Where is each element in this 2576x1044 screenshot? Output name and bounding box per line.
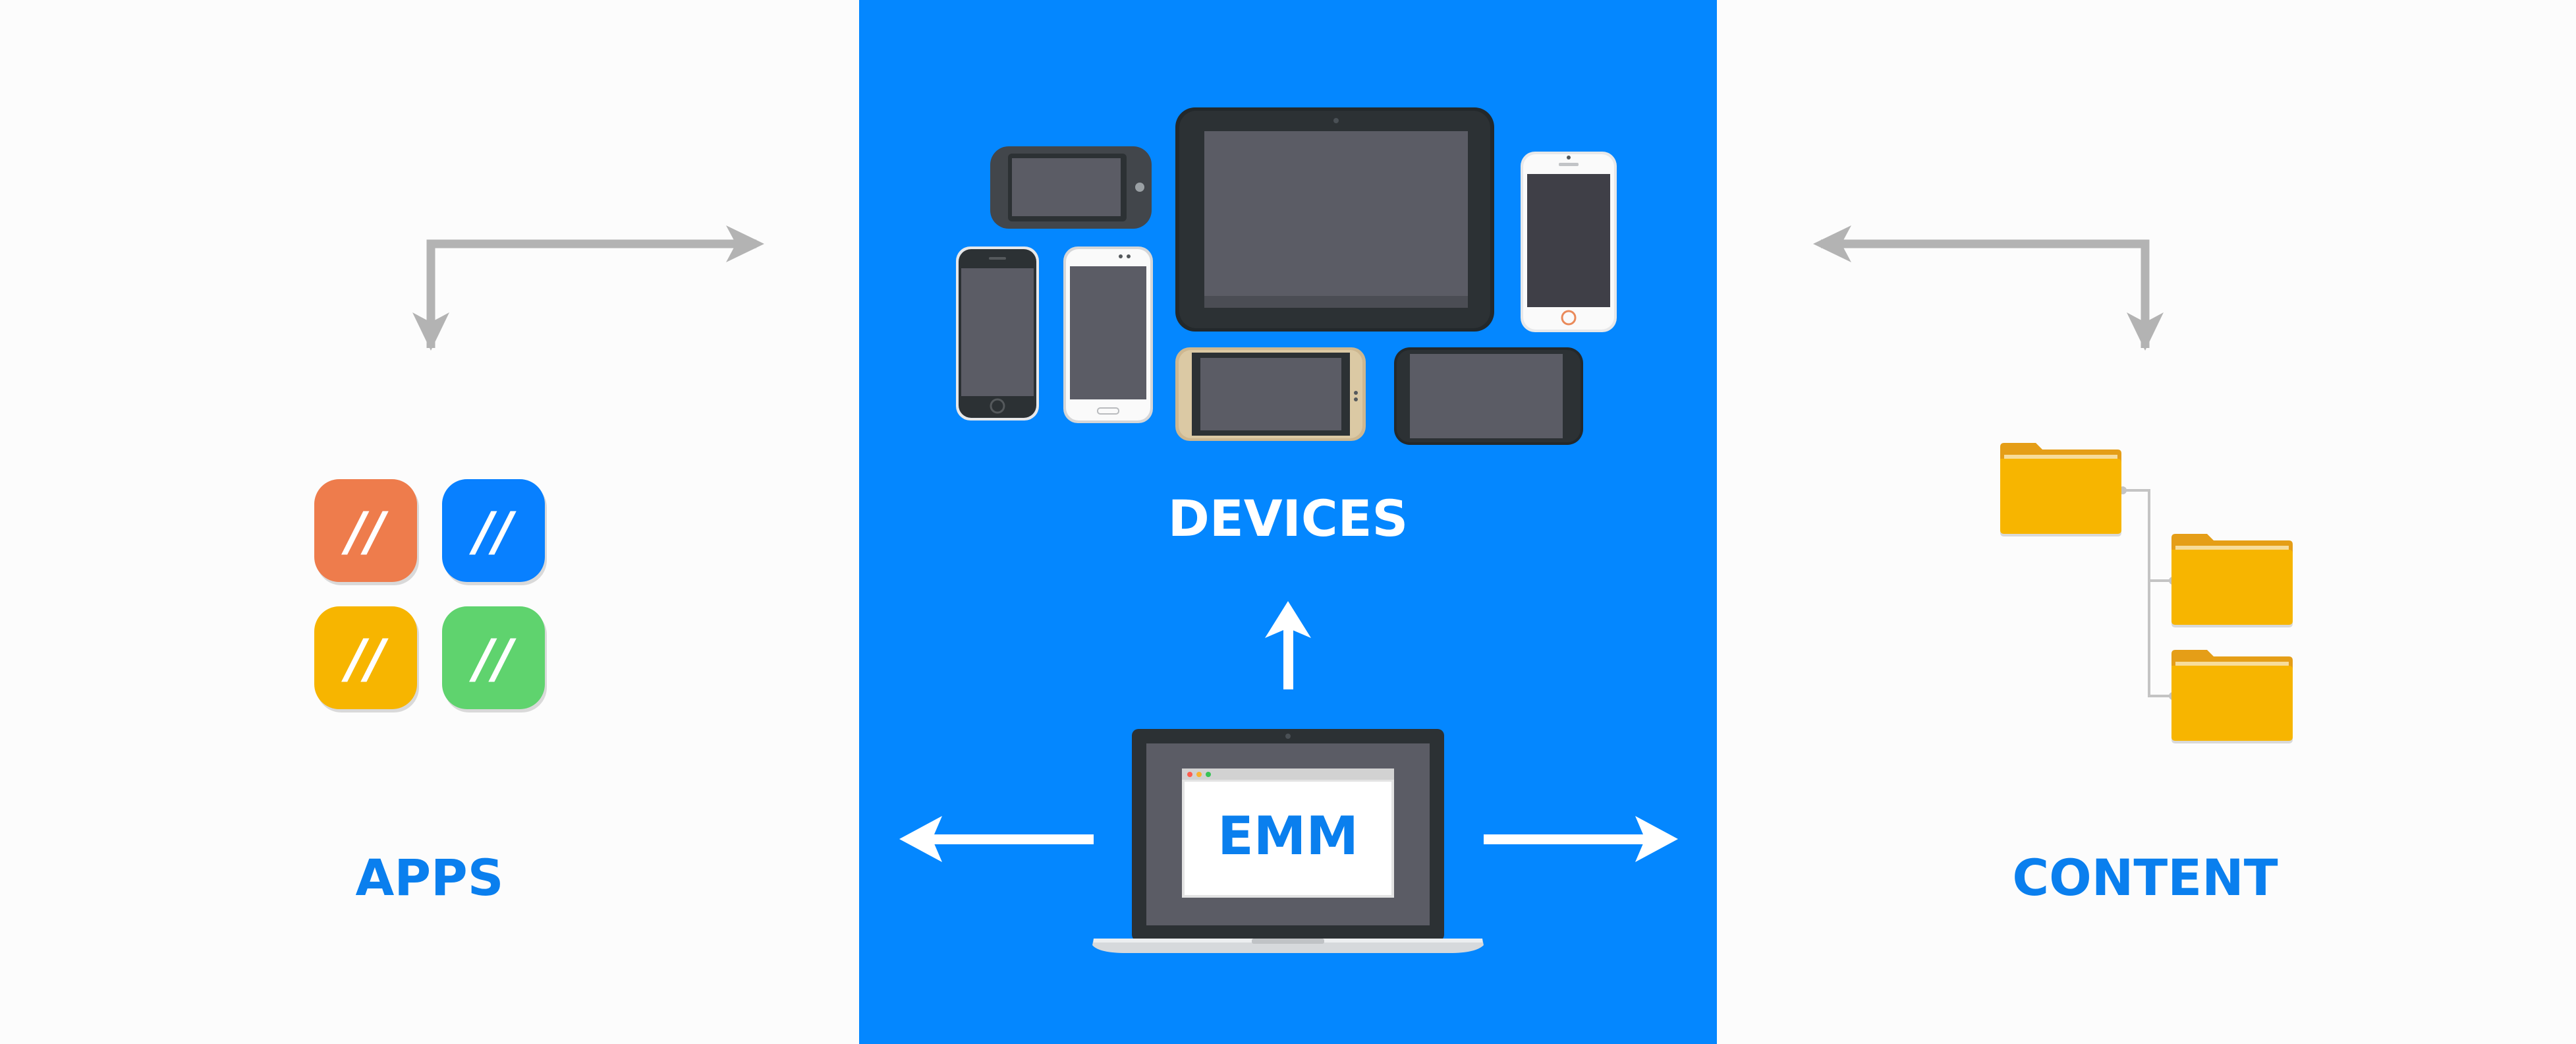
arrow-right-icon — [1484, 816, 1678, 862]
app-icon: // — [442, 479, 547, 585]
phone-icon — [1521, 152, 1617, 332]
folder-tree — [2000, 443, 2293, 743]
phone-icon — [990, 146, 1152, 229]
tablet-icon — [1175, 107, 1494, 332]
folder-icon — [2171, 534, 2293, 627]
phone-icon — [1175, 347, 1366, 441]
app-icon: // — [442, 606, 547, 712]
folder-icon — [2171, 650, 2293, 743]
content-connector-arrow-icon — [1813, 225, 2164, 351]
content-label: CONTENT — [2012, 848, 2278, 907]
devices-label: DEVICES — [1168, 489, 1409, 548]
phone-icon — [956, 246, 1039, 420]
arrow-up-icon — [1265, 601, 1311, 689]
emm-window — [1182, 768, 1394, 898]
arrow-left-icon — [899, 816, 1094, 862]
svg-text://: // — [341, 628, 389, 689]
svg-text://: // — [341, 501, 389, 562]
phone-icon — [1394, 347, 1583, 445]
devices-group — [956, 107, 1617, 445]
app-icon: // — [314, 479, 419, 585]
apps-group: // // // // — [314, 479, 547, 712]
emm-label: EMM — [1218, 805, 1358, 867]
phone-icon — [1063, 246, 1153, 423]
laptop-icon: EMM — [1092, 729, 1484, 953]
apps-connector-arrow-icon — [412, 225, 764, 351]
svg-text://: // — [469, 628, 517, 689]
svg-text://: // — [469, 501, 517, 562]
folder-icon — [2000, 443, 2121, 536]
apps-label: APPS — [356, 848, 504, 907]
app-icon: // — [314, 606, 419, 712]
